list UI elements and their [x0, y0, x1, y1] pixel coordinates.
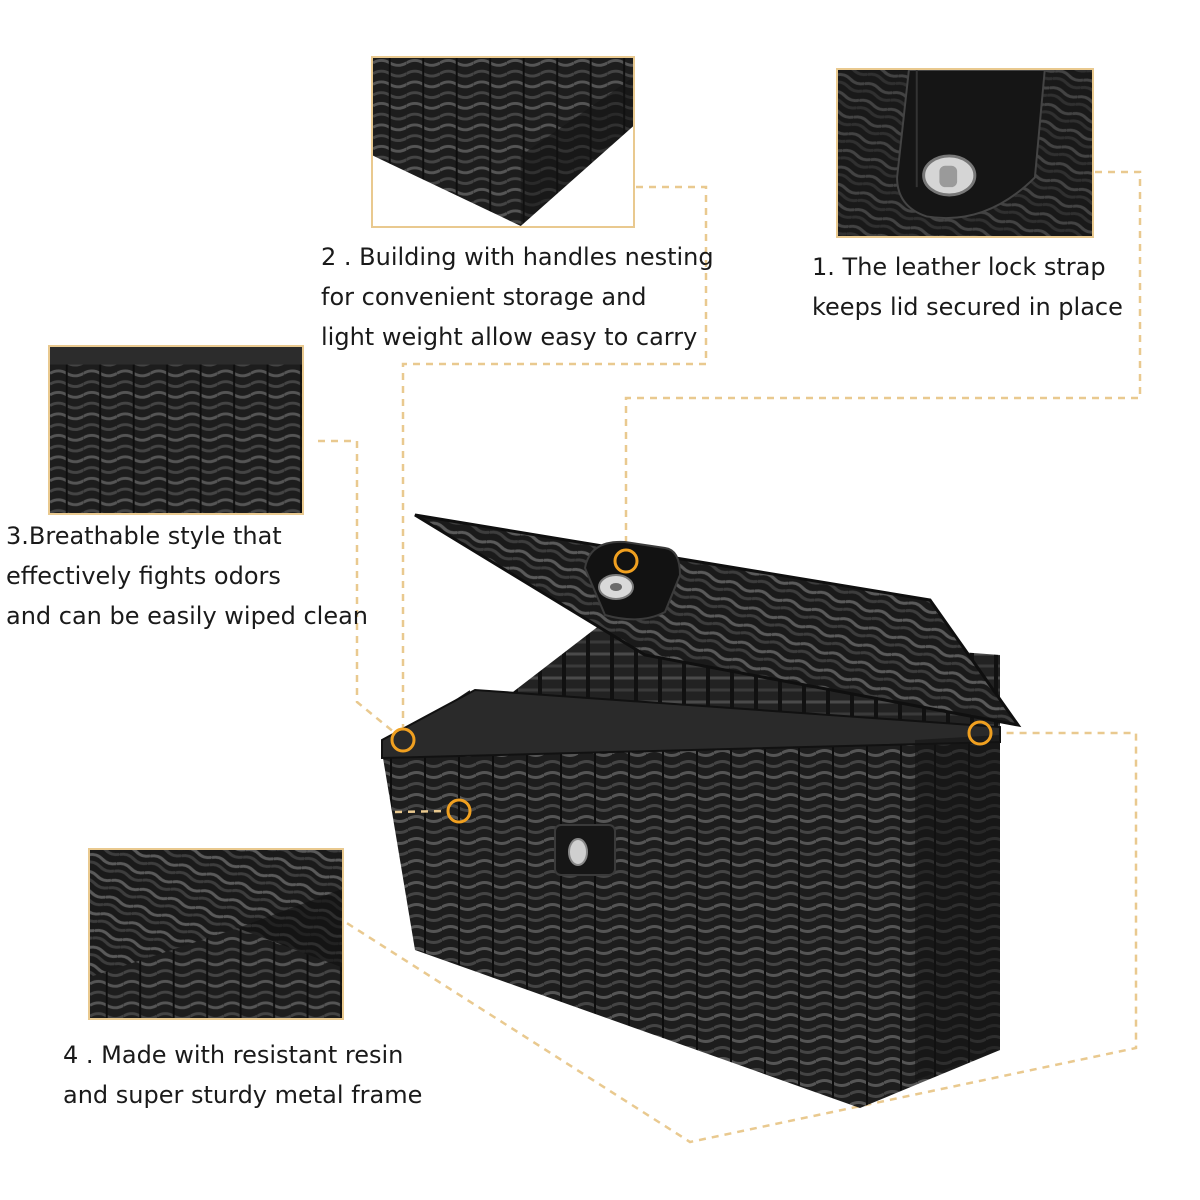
callout-2-line-3: light weight allow easy to carry	[321, 323, 698, 351]
callout-4-caption: 4 . Made with resistant resin and super …	[63, 1035, 422, 1115]
callout-2-line-2: for convenient storage and	[321, 283, 647, 311]
leader-line-2	[401, 185, 708, 728]
callout-3-line-2: effectively fights odors	[6, 562, 281, 590]
callout-3-line-3: and can be easily wiped clean	[6, 602, 369, 630]
basket	[381, 625, 1001, 1108]
leader-line-3	[318, 439, 396, 734]
basket-lid	[414, 513, 1022, 728]
marker-ring-3	[446, 798, 472, 824]
callout-1-line-2: keeps lid secured in place	[812, 293, 1123, 321]
callout-1-caption: 1. The leather lock strap keeps lid secu…	[812, 247, 1123, 327]
leader-line-1	[624, 170, 1142, 548]
corner-base-closeup-photo	[371, 56, 635, 228]
callout-4-line-2: and super sturdy metal frame	[63, 1081, 423, 1109]
callout-3-caption: 3.Breathable style that effectively figh…	[6, 516, 368, 636]
marker-rings	[390, 548, 993, 824]
callout-2-caption: 2 . Building with handles nesting for co…	[321, 237, 714, 357]
frame-corner-closeup-photo	[88, 848, 344, 1020]
marker-ring-4	[967, 720, 993, 746]
marker-ring-1	[613, 548, 639, 574]
marker-ring-2	[390, 727, 416, 753]
callout-4-line-1: 4 . Made with resistant resin	[63, 1041, 404, 1069]
lock-strap-closeup-photo	[836, 68, 1094, 238]
leader-lines	[318, 170, 1142, 1144]
callout-1-line-1: 1. The leather lock strap	[812, 253, 1106, 281]
callout-3-line-1: 3.Breathable style that	[6, 522, 282, 550]
leader-line-4	[340, 731, 1138, 1144]
weave-texture-closeup-photo	[48, 345, 304, 515]
callout-2-line-1: 2 . Building with handles nesting	[321, 243, 714, 271]
